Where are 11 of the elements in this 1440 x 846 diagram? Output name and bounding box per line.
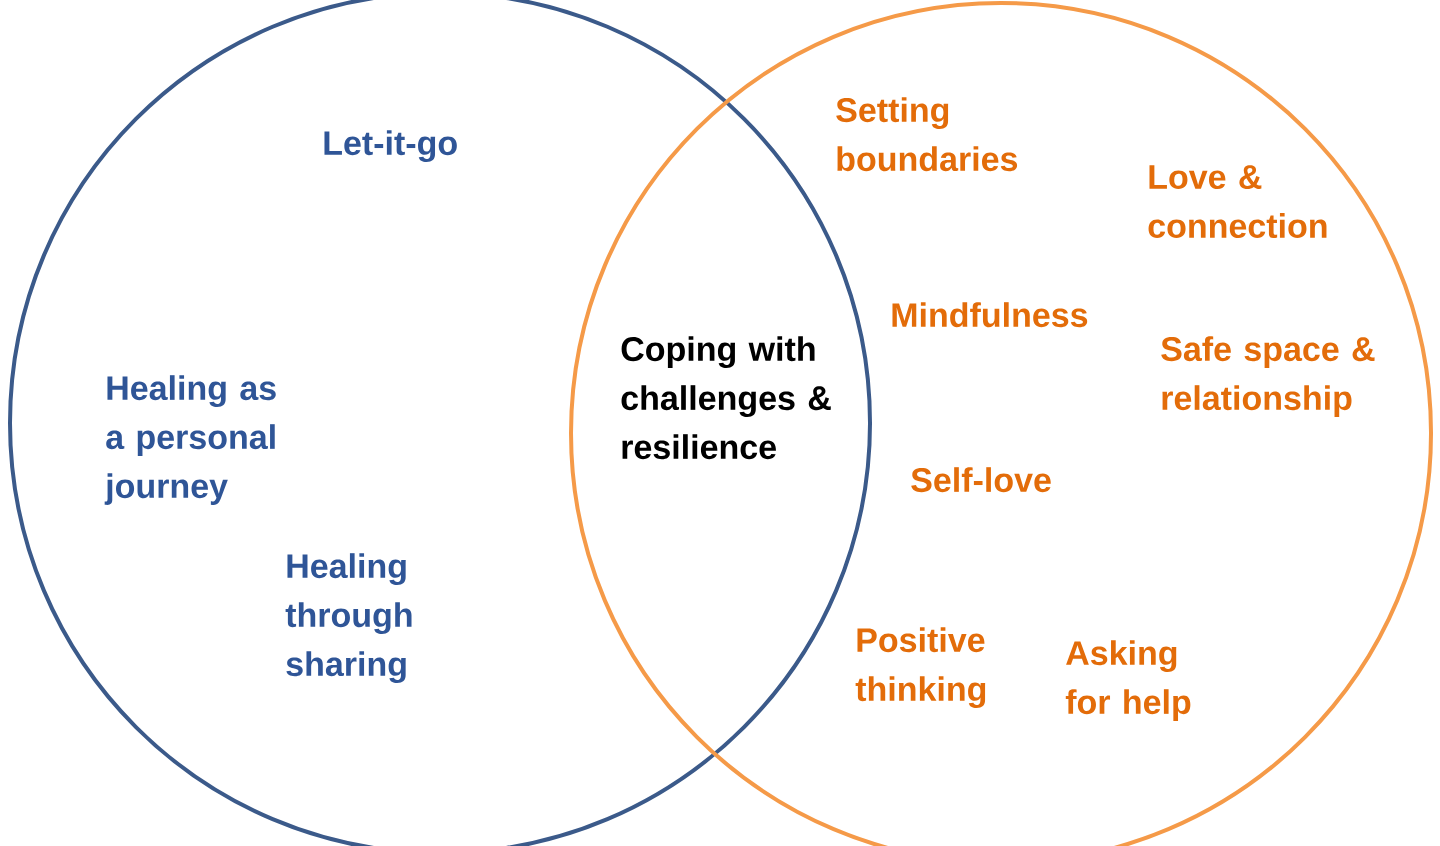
circle-label: Mindfulness [892, 302, 1088, 328]
circle-label: Asking for help [1065, 640, 1191, 721]
circle-label: Safe space & relationship [1161, 336, 1375, 417]
circle-label: Healing as a personal journey [104, 375, 276, 505]
circle-label: Setting boundaries [836, 97, 1018, 172]
circle-label: Love & connection [1148, 165, 1327, 239]
circle-label: Positive thinking [855, 627, 986, 709]
overlap-label: Coping with challenges & resilience [621, 336, 831, 460]
circle-label: Healing through sharing [285, 553, 412, 684]
circle-label: Let-it-go [324, 130, 457, 163]
circle-label: Self-love [911, 467, 1051, 493]
